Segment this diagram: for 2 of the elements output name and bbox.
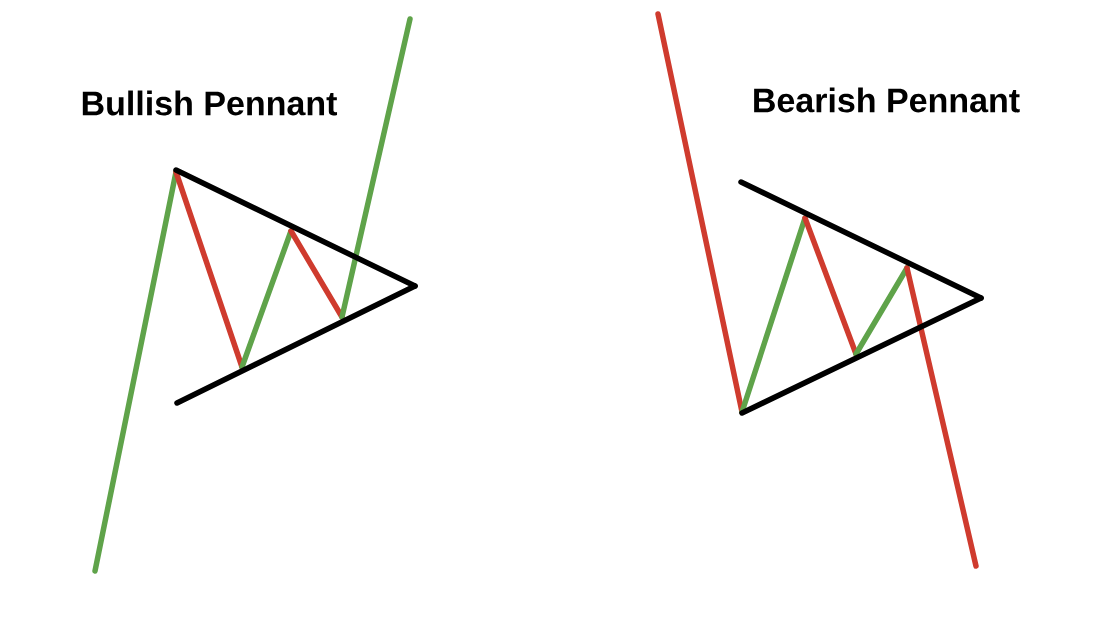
- pattern-title: Bearish Pennant: [754, 87, 1020, 113]
- pattern-title: Bullish Pennant: [82, 90, 338, 116]
